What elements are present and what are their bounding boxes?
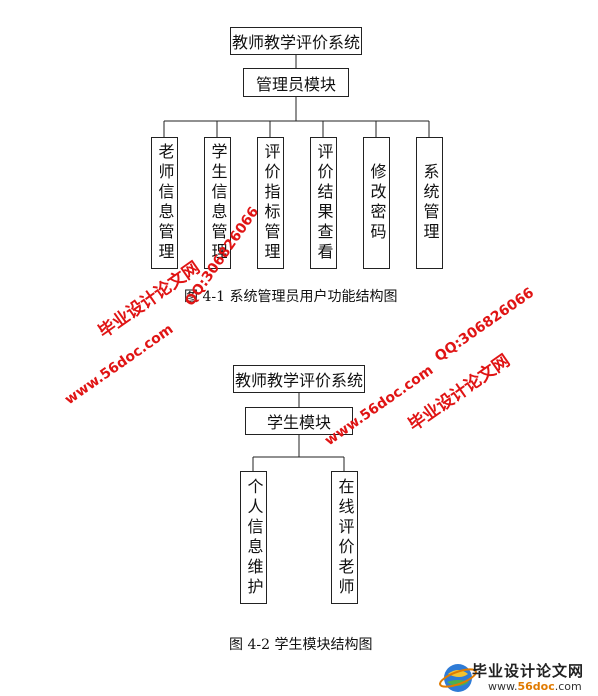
fig2-root-label: 教师教学评价系统 bbox=[234, 371, 363, 390]
fig1-child-node: 评价指标管理 bbox=[257, 137, 284, 269]
fig2-child-node: 个人信息维护 bbox=[240, 471, 267, 604]
fig1-admin-module-node: 管理员模块 bbox=[243, 68, 349, 97]
fig1-child-label: 系统管理 bbox=[420, 163, 440, 243]
footer-url-prefix: www. bbox=[488, 680, 518, 693]
fig2-child-node: 在线评价老师 bbox=[331, 471, 358, 604]
fig1-child-node: 修改密码 bbox=[363, 137, 390, 269]
footer-site-title: 毕业设计论文网 bbox=[472, 662, 585, 680]
fig1-root-node: 教师教学评价系统 bbox=[230, 27, 362, 55]
fig1-child-label: 评价结果查看 bbox=[314, 143, 334, 263]
fig1-child-node: 老师信息管理 bbox=[151, 137, 178, 269]
fig1-child-node: 学生信息管理 bbox=[204, 137, 231, 269]
logo-globe-icon bbox=[439, 664, 477, 692]
fig1-child-label: 学生信息管理 bbox=[208, 143, 228, 263]
fig1-child-label: 修改密码 bbox=[367, 163, 387, 243]
fig1-child-label: 评价指标管理 bbox=[261, 143, 281, 263]
fig2-caption: 图 4-2 学生模块结构图 bbox=[229, 637, 373, 653]
footer-url: www.56doc.com bbox=[488, 680, 582, 693]
fig1-child-node: 系统管理 bbox=[416, 137, 443, 269]
fig1-child-label: 老师信息管理 bbox=[155, 143, 175, 263]
fig2-student-module-node: 学生模块 bbox=[245, 407, 353, 435]
fig1-root-label: 教师教学评价系统 bbox=[231, 33, 360, 52]
footer-url-suffix: .com bbox=[554, 680, 582, 693]
fig1-caption: 图 4-1 系统管理员用户功能结构图 bbox=[184, 289, 398, 305]
fig1-child-node: 评价结果查看 bbox=[310, 137, 337, 269]
fig2-child-label: 在线评价老师 bbox=[335, 477, 355, 598]
fig2-module-label: 学生模块 bbox=[266, 413, 331, 432]
fig2-child-label: 个人信息维护 bbox=[244, 477, 264, 598]
fig1-module-label: 管理员模块 bbox=[255, 74, 336, 94]
fig2-root-node: 教师教学评价系统 bbox=[233, 365, 365, 393]
footer-url-brand: 56doc bbox=[517, 680, 555, 693]
